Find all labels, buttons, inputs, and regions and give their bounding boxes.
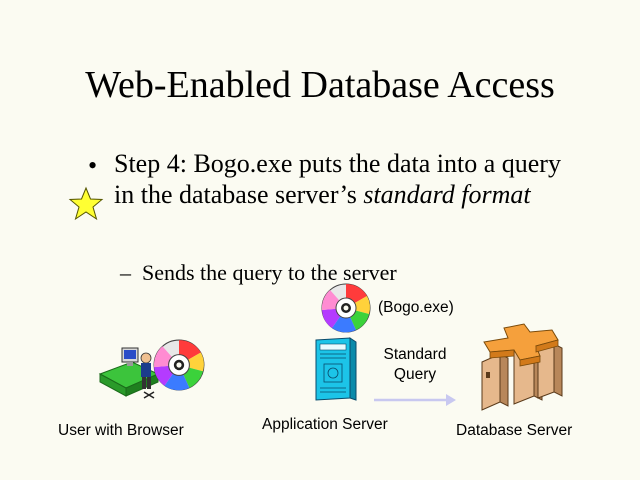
db-server-label: Database Server — [456, 422, 573, 439]
bullet-text: Step 4: Bogo.exe puts the data into a qu… — [114, 148, 584, 210]
cd-disc-icon — [153, 339, 205, 391]
cd-disc-icon — [321, 283, 371, 333]
arrow-label: Standard Query — [370, 345, 460, 385]
sub-bullet-text: Sends the query to the server — [142, 260, 397, 285]
sub-bullet-marker: – — [120, 260, 131, 285]
application-server-icon — [315, 337, 357, 401]
bullet-text-emphasis: standard format — [363, 180, 531, 209]
database-server-icon — [481, 323, 563, 411]
star-icon — [68, 186, 104, 221]
bullet-marker: • — [88, 151, 98, 180]
program-label: (Bogo.exe) — [378, 299, 454, 316]
slide-title: Web-Enabled Database Access — [85, 64, 555, 106]
user-label: User with Browser — [58, 422, 184, 439]
user-computer-icon — [98, 347, 160, 399]
bullet-text-prefix: Step 4: Bogo.exe puts the data into a qu… — [114, 149, 561, 209]
arrow-label-line1: Standard — [383, 346, 447, 363]
arrow-right-icon — [374, 394, 456, 406]
arrow-label-line2: Query — [393, 366, 437, 383]
app-server-label: Application Server — [262, 416, 388, 433]
